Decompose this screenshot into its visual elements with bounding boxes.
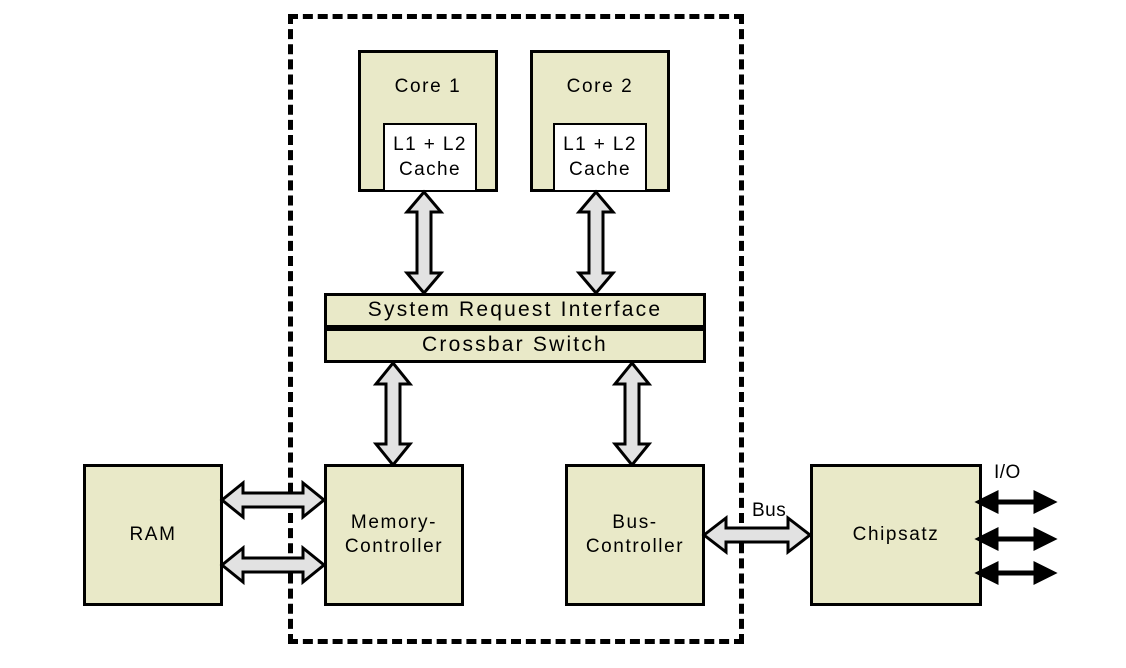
core1-to-sri-arrow: [403, 189, 445, 296]
crossbar-to-bus-controller-arrow: [611, 360, 653, 468]
crossbar-switch-bar[interactable]: Crossbar Switch: [324, 328, 706, 363]
core-2-cache-label: L1 + L2 Cache: [563, 134, 637, 180]
io-label: I/O: [994, 462, 1021, 483]
system-request-interface-bar[interactable]: System Request Interface: [324, 293, 706, 328]
crossbar-switch-label: Crossbar Switch: [422, 333, 608, 357]
memory-controller-box[interactable]: Memory- Controller: [324, 464, 464, 606]
ram-label: RAM: [129, 523, 177, 545]
chipsatz-io-arrow-3: [974, 560, 1058, 586]
core2-to-sri-arrow: [575, 189, 617, 296]
bus-controller-to-chipsatz-arrow: [701, 514, 813, 556]
chipsatz-io-arrow-2: [974, 526, 1058, 552]
core-1-cache-box[interactable]: L1 + L2 Cache: [383, 123, 477, 192]
chipsatz-box[interactable]: Chipsatz: [810, 464, 982, 606]
ram-to-memory-controller-lower-arrow: [219, 544, 327, 586]
chipsatz-label: Chipsatz: [852, 523, 940, 545]
core-2-cache-box[interactable]: L1 + L2 Cache: [553, 123, 647, 192]
core-2-label: Core 2: [566, 76, 634, 97]
memory-controller-label: Memory- Controller: [344, 511, 444, 557]
system-request-interface-label: System Request Interface: [367, 298, 663, 322]
core-1-cache-label: L1 + L2 Cache: [393, 134, 467, 180]
bus-controller-label: Bus- Controller: [585, 511, 685, 557]
bus-controller-box[interactable]: Bus- Controller: [565, 464, 705, 606]
chipsatz-io-arrow-1: [974, 489, 1058, 515]
ram-box[interactable]: RAM: [83, 464, 223, 606]
ram-to-memory-controller-upper-arrow: [219, 479, 327, 521]
core-1-label: Core 1: [394, 76, 462, 97]
bus-label: Bus: [752, 500, 787, 521]
crossbar-to-memory-controller-arrow: [372, 360, 414, 468]
